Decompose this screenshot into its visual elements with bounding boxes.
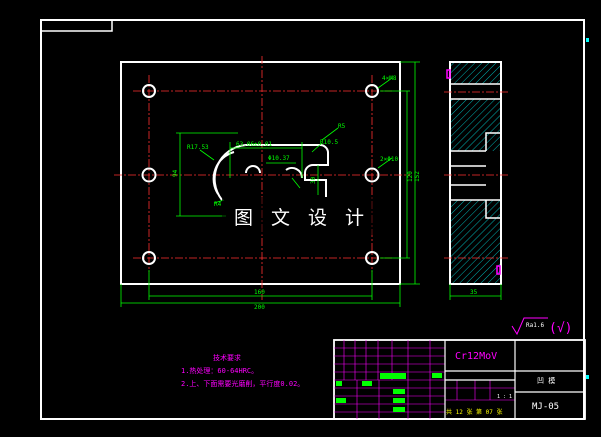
dim-200: 200 — [254, 304, 265, 311]
tech-req-title: 技术要求 — [213, 353, 241, 362]
dim-R10: R10.5 — [320, 139, 338, 146]
drawing-code-box — [41, 20, 113, 32]
roughness-symbol: Ra1.6 (√) — [511, 317, 572, 336]
roughness-suffix: (√) — [549, 321, 572, 336]
dim-4xM8: 4×M8 — [382, 75, 397, 82]
tech-req-line1: 1.热处理：60-64HRC。 — [181, 366, 258, 375]
dimension-lines — [120, 61, 420, 307]
holes — [141, 84, 380, 265]
dim-phi10: Φ10.37 — [268, 155, 290, 162]
technical-requirements: 技术要求 1.热处理：60-64HRC。 2.上、下面需要光磨削，平行度0.02… — [181, 353, 304, 388]
dim-left-vert: 94 — [172, 169, 179, 177]
dim-63: 63.06±0.01 — [236, 141, 273, 148]
dim-inner-small: 30 — [310, 176, 317, 184]
drawing-number-text: MJ-05 — [532, 402, 559, 412]
scale-text: 1 : 1 — [497, 394, 512, 400]
die-opening-profile — [212, 143, 329, 201]
die-plate-outline — [120, 61, 401, 285]
sheets-text: 共 12 张 第 07 张 — [446, 408, 503, 416]
watermark-text: 图 文 设 计 — [222, 197, 382, 235]
screw-hole-tl — [142, 84, 156, 98]
roughness-value: Ra1.6 — [526, 322, 544, 329]
frame-marks — [586, 38, 589, 379]
dim-R17: R17.53 — [187, 144, 209, 151]
pin-hole-left — [141, 167, 157, 183]
part-name-text: 凹 模 — [537, 376, 555, 385]
outer-frame — [40, 19, 585, 420]
pin-hole-right — [364, 167, 380, 183]
side-section-view: 35 — [444, 61, 508, 300]
dim-R5: R5 — [338, 123, 346, 130]
material-text: Cr12MoV — [455, 351, 497, 362]
screw-hole-bl — [142, 251, 156, 265]
center-lines — [114, 56, 410, 300]
dim-R4: R4 — [214, 201, 222, 208]
dim-160: 160 — [254, 289, 265, 296]
screw-hole-br — [365, 251, 379, 265]
dim-right-vert-1: 120 — [407, 171, 414, 182]
screw-hole-tr — [365, 84, 379, 98]
dim-35: 35 — [470, 289, 478, 296]
tech-req-line2: 2.上、下面需要光磨削，平行度0.02。 — [181, 379, 304, 388]
dim-right-vert-2: 152 — [414, 171, 421, 182]
title-block: Cr12MoV 凹 模 MJ-05 共 12 张 第 07 张 1 : 1 — [333, 339, 586, 420]
dim-2xD10: 2×Φ10 — [380, 156, 398, 163]
